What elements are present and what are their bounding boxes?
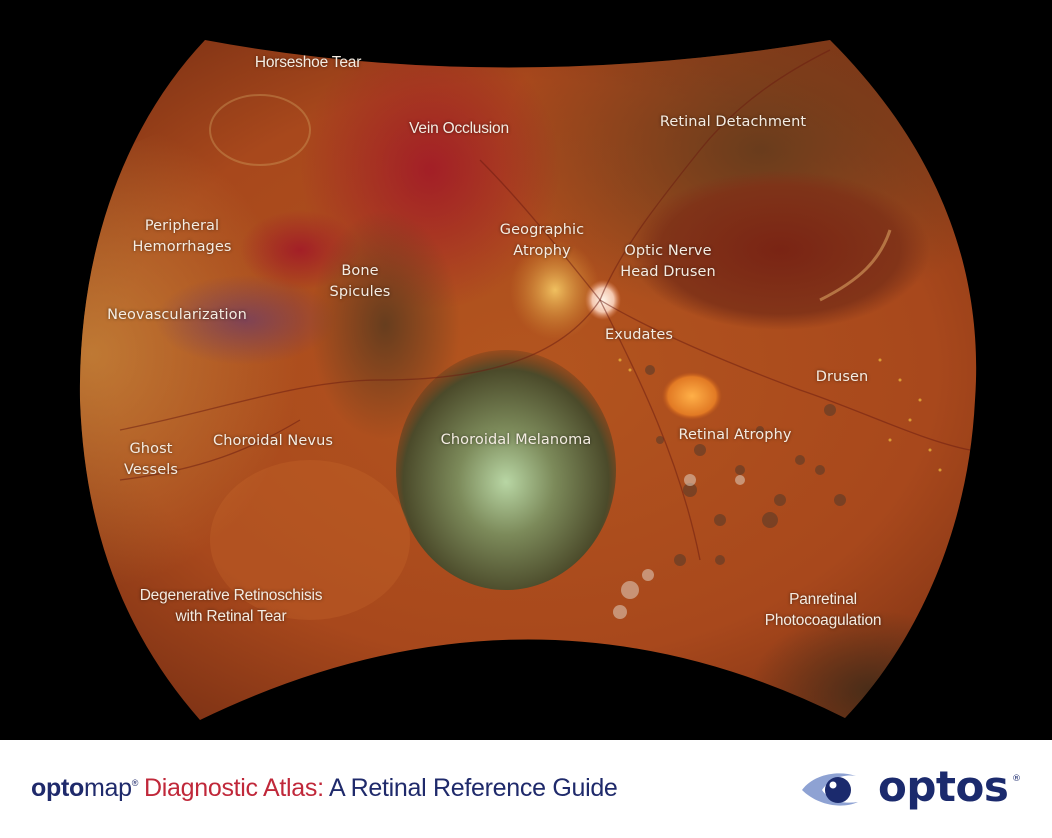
label-horseshoe-tear: Horseshoe Tear: [254, 52, 362, 73]
label-exudates: Exudates: [605, 325, 673, 346]
label-line: Neovascularization: [107, 307, 247, 323]
label-line: Exudates: [605, 327, 673, 343]
label-line: Panretinal: [789, 591, 857, 608]
label-vein-occlusion: Vein Occlusion: [409, 118, 509, 139]
label-line: Peripheral: [144, 218, 220, 234]
label-line: Horseshoe Tear: [254, 54, 362, 71]
label-line: Ghost: [129, 441, 173, 457]
label-line: Hemorrhages: [132, 239, 232, 255]
label-drusen: Drusen: [816, 367, 869, 388]
optomap-brand-bold: opto: [31, 774, 84, 802]
footer-banner: optomap®Diagnostic Atlas: A Retinal Refe…: [0, 740, 1052, 838]
fundus-image: [79, 40, 977, 720]
optos-logo: optos ®: [800, 762, 1030, 818]
label-line: Vein Occlusion: [409, 120, 509, 137]
label-line: Retinal Atrophy: [678, 427, 792, 443]
title-diagnostic-atlas: Diagnostic Atlas:: [144, 774, 324, 802]
label-retinal-atrophy: Retinal Atrophy: [678, 425, 791, 446]
label-line: Degenerative Retinoschisis: [139, 587, 323, 604]
eye-icon: [802, 773, 858, 806]
label-choroidal-melanoma: Choroidal Melanoma: [441, 430, 592, 451]
label-neovascularization: Neovascularization: [107, 305, 247, 326]
label-line: Head Drusen: [620, 264, 716, 280]
registered-mark: ®: [131, 778, 139, 788]
label-line: Vessels: [123, 462, 179, 478]
label-line: Retinal Detachment: [659, 114, 807, 130]
optomap-brand-light: map: [83, 774, 132, 802]
label-line: Geographic: [499, 222, 585, 238]
label-line: Spicules: [329, 284, 391, 300]
label-line: Choroidal Melanoma: [440, 432, 592, 448]
label-line: Optic Nerve: [624, 243, 712, 259]
label-retinal-detachment: Retinal Detachment: [660, 112, 806, 133]
label-line: Photocoagulation: [764, 612, 882, 629]
label-line: Atrophy: [513, 243, 571, 259]
label-degenerative-retinoschisis: Degenerative Retinoschisis with Retinal T…: [140, 585, 323, 627]
label-line: Choroidal Nevus: [212, 433, 334, 449]
optos-wordmark: optos: [878, 762, 1009, 811]
label-line: with Retinal Tear: [175, 608, 287, 625]
logo-registered-mark: ®: [1012, 774, 1021, 784]
label-choroidal-nevus: Choroidal Nevus: [213, 431, 333, 452]
title-subtitle: A Retinal Reference Guide: [323, 774, 618, 802]
label-line: Drusen: [815, 369, 869, 385]
label-line: Bone: [341, 263, 379, 279]
atlas-title: optomap® Diagnostic Atlas: A Retinal Refe…: [31, 774, 618, 803]
